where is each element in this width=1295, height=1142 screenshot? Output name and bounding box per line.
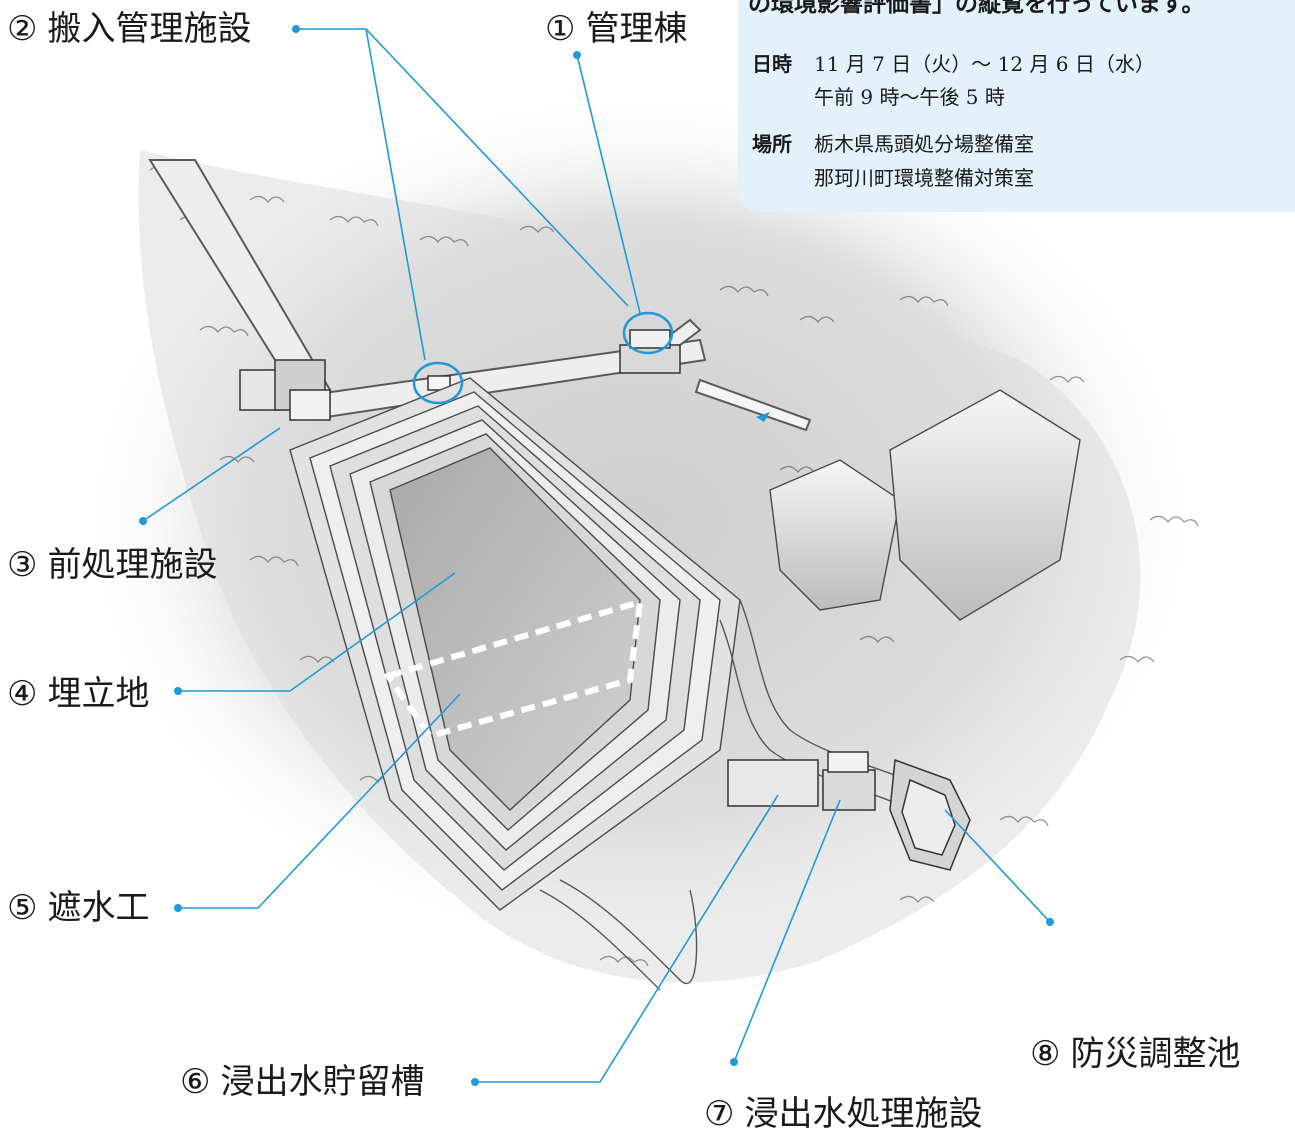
management-highlight-circle	[622, 311, 674, 355]
callout-number: ⑧	[1030, 1034, 1061, 1074]
info-date-line1: 11 月 7 日（火）～ 12 月 6 日（水）	[814, 52, 1155, 76]
terraced-hills	[769, 389, 1081, 621]
callout-label: 搬入管理施設	[47, 9, 252, 49]
callout-number: ⑥	[180, 1062, 211, 1102]
callout-label: 浸出水処理施設	[744, 1094, 983, 1134]
info-place-line2: 那珂川町環境整備対策室	[814, 166, 1034, 190]
info-place-row: 場所栃木県馬頭処分場整備室	[752, 128, 1034, 157]
callout-number: ③	[7, 545, 38, 585]
callout-label: 浸出水貯留槽	[220, 1062, 425, 1102]
callout-number: ②	[7, 9, 38, 49]
management-building	[619, 329, 681, 374]
leachate-treatment-facility	[822, 751, 876, 811]
callout-number: ④	[7, 674, 38, 714]
callout-label: 遮水工	[47, 888, 150, 928]
callout-number: ⑤	[7, 888, 38, 928]
info-title: の環境影響評価書」の縦覧を行っています。	[748, 0, 1205, 17]
callout-label: 管理棟	[585, 9, 688, 49]
info-place-row-2: 那珂川町環境整備対策室	[752, 162, 1034, 191]
callout-number: ⑦	[704, 1094, 735, 1134]
callout-label: 埋立地	[47, 674, 150, 714]
callout-number: ①	[545, 9, 576, 49]
inspection-info-box: の環境影響評価書」の縦覧を行っています。 日時 11 月 7 日（火）～ 12 月…	[738, 0, 1295, 212]
info-place-line1: 栃木県馬頭処分場整備室	[814, 132, 1034, 156]
intake-highlight-circle	[412, 361, 464, 405]
info-place-label: 場所	[752, 132, 792, 156]
info-date-line2: 午前 9 時～午後 5 時	[814, 85, 1005, 109]
info-date-row: 日時 11 月 7 日（火）～ 12 月 6 日（水）	[752, 48, 1155, 77]
pretreatment-building	[239, 359, 331, 421]
callout-label: 防災調整池	[1070, 1034, 1241, 1074]
info-date-label: 日時	[752, 52, 792, 76]
leachate-storage-tank	[727, 759, 819, 807]
callout-label: 前処理施設	[47, 545, 218, 585]
info-time-row: 午前 9 時～午後 5 時	[752, 81, 1005, 110]
